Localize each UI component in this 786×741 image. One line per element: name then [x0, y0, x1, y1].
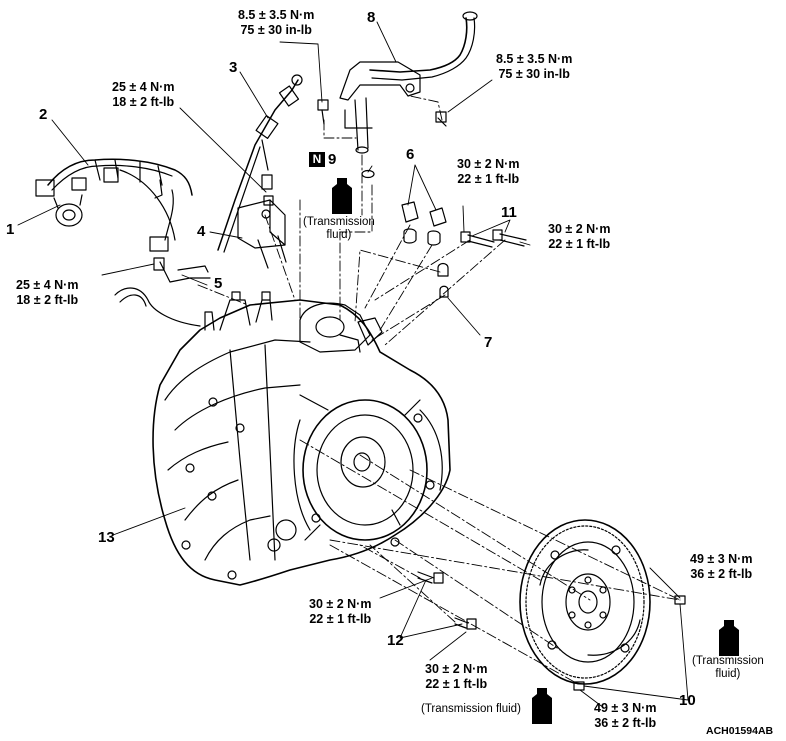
- fluid-note-item9: (Transmission fluid): [303, 216, 375, 242]
- callout-5: 5: [214, 275, 223, 292]
- torque-imperial: 22 ± 1 ft-lb: [457, 172, 520, 186]
- harness-bracket: [114, 257, 211, 327]
- torque-imperial: 36 ± 2 ft-lb: [690, 567, 753, 581]
- hose-clips: [437, 262, 449, 298]
- new-part-badge: N: [309, 152, 325, 167]
- callout-7: 7: [484, 334, 493, 351]
- callout-11: 11: [501, 204, 517, 221]
- figure-code: ACH01594AB: [706, 725, 774, 737]
- torque-label-item10-upper: 49 ± 3 N·m 36 ± 2 ft-lb: [690, 552, 752, 582]
- torque-imperial: 36 ± 2 ft-lb: [594, 716, 657, 730]
- callout-12: 12: [387, 632, 404, 649]
- callout-3: 3: [229, 59, 238, 76]
- torque-label-item12-lower: 30 ± 2 N·m 22 ± 1 ft-lb: [425, 662, 487, 692]
- wiring-harness: [35, 158, 193, 252]
- transmission-case: [152, 291, 451, 586]
- torque-nm: 30 ± 2 N·m: [309, 597, 372, 611]
- selector-cable: [217, 74, 303, 253]
- fluid-note-line2: fluid): [326, 229, 352, 241]
- fluid-note-line2: fluid): [715, 668, 741, 680]
- callout-13: 13: [98, 529, 115, 546]
- torque-label-item11-left: 30 ± 2 N·m 22 ± 1 ft-lb: [457, 157, 519, 187]
- callout-4: 4: [197, 223, 206, 240]
- installation-lines: [197, 95, 681, 685]
- callout-2: 2: [39, 106, 48, 123]
- torque-label-item3: 25 ± 4 N·m 18 ± 2 ft-lb: [112, 80, 174, 110]
- torque-imperial: 18 ± 2 ft-lb: [112, 95, 175, 109]
- torque-label-item10-lower: 49 ± 3 N·m 36 ± 2 ft-lb: [594, 701, 656, 731]
- torque-nm: 49 ± 3 N·m: [690, 552, 753, 566]
- torque-nm: 25 ± 4 N·m: [16, 278, 79, 292]
- callout-8: 8: [367, 9, 376, 26]
- torque-nm: 30 ± 2 N·m: [457, 157, 520, 171]
- drive-plate: [519, 519, 651, 685]
- bolts-item11: [460, 229, 527, 248]
- torque-imperial: 22 ± 1 ft-lb: [425, 677, 488, 691]
- torque-imperial: 22 ± 1 ft-lb: [548, 237, 611, 251]
- fluid-note-right: (Transmission fluid): [692, 655, 764, 681]
- torque-imperial: 75 ± 30 in-lb: [498, 67, 570, 81]
- dipstick-tube: [339, 11, 478, 154]
- torque-imperial: 75 ± 30 in-lb: [240, 23, 312, 37]
- callout-6: 6: [406, 146, 415, 163]
- dipstick-bolts: [263, 99, 447, 206]
- torque-nm: 49 ± 3 N·m: [594, 701, 657, 715]
- torque-label-top-center: 8.5 ± 3.5 N·m 75 ± 30 in-lb: [238, 8, 314, 38]
- bolts-item12: [417, 571, 477, 630]
- torque-label-item12-upper: 30 ± 2 N·m 22 ± 1 ft-lb: [309, 597, 371, 627]
- torque-imperial: 18 ± 2 ft-lb: [16, 293, 79, 307]
- fluid-note-bottom: (Transmission fluid): [421, 703, 521, 715]
- fluid-note-line1: (Transmission: [303, 216, 375, 228]
- leader-lines: [17, 21, 689, 709]
- torque-label-item5: 25 ± 4 N·m 18 ± 2 ft-lb: [16, 278, 78, 308]
- callout-1: 1: [6, 221, 15, 238]
- torque-nm: 30 ± 2 N·m: [425, 662, 488, 676]
- pipe-seals: [401, 201, 447, 246]
- fluid-note-line1: (Transmission: [692, 655, 764, 667]
- fluid-bottle-icons: [332, 178, 739, 724]
- callout-9: 9: [328, 151, 337, 168]
- callout-10: 10: [679, 692, 696, 709]
- torque-label-top-right: 8.5 ± 3.5 N·m 75 ± 30 in-lb: [496, 52, 572, 82]
- torque-nm: 25 ± 4 N·m: [112, 80, 175, 94]
- torque-imperial: 22 ± 1 ft-lb: [309, 612, 372, 626]
- torque-label-item11-right: 30 ± 2 N·m 22 ± 1 ft-lb: [548, 222, 610, 252]
- torque-nm: 8.5 ± 3.5 N·m: [496, 52, 573, 66]
- torque-nm: 30 ± 2 N·m: [548, 222, 611, 236]
- bolts-item10: [573, 595, 686, 691]
- torque-nm: 8.5 ± 3.5 N·m: [238, 8, 315, 22]
